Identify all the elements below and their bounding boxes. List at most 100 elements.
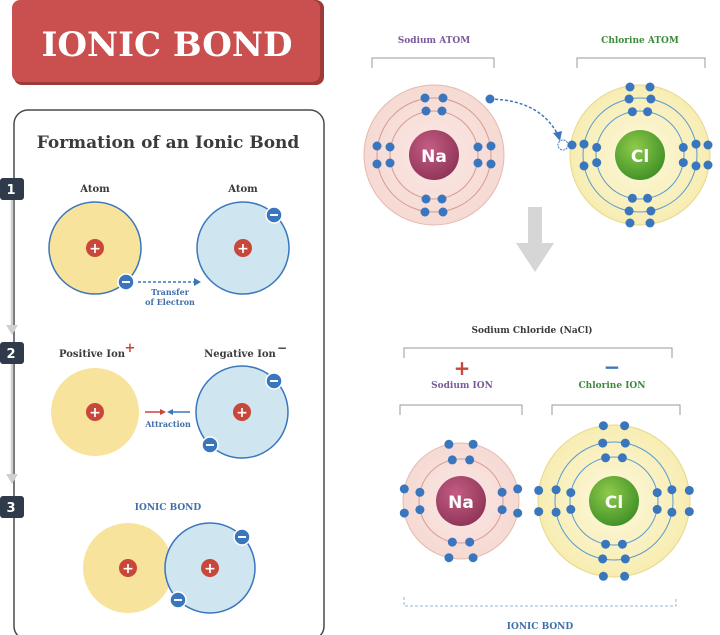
- positive-sign: +: [125, 341, 136, 356]
- electron-icon: [486, 159, 496, 169]
- sodium-symbol: Na: [421, 147, 447, 167]
- svg-text:+: +: [237, 241, 249, 257]
- step2-positive-ion: +: [51, 368, 139, 456]
- sodium-nucleus: [409, 130, 459, 180]
- sodium-atom-bracket: [371, 57, 495, 68]
- electron-icon: [643, 107, 653, 117]
- electron-icon: [627, 193, 637, 203]
- electron-icon: [652, 488, 662, 498]
- step1-negative-atom: +: [196, 201, 290, 295]
- electron-icon: [678, 142, 688, 152]
- electron-icon: [497, 487, 507, 497]
- electron-icon: [620, 438, 630, 448]
- transfer-text-1: Transfer: [151, 287, 190, 297]
- electron-icon: [691, 161, 701, 171]
- step3-ionic-bond: + +: [83, 522, 256, 614]
- electron-icon: [703, 160, 713, 170]
- step1-positive-atom: +: [48, 201, 142, 295]
- electron-icon: [438, 207, 448, 217]
- electron-icon: [684, 507, 694, 517]
- electron-icon: [645, 218, 655, 228]
- electron-icon: [486, 141, 496, 151]
- svg-text:3: 3: [6, 501, 15, 516]
- electron-icon: [447, 455, 457, 465]
- electron-icon: [601, 453, 611, 463]
- compound-label: Sodium Chloride (NaCl): [471, 325, 592, 336]
- plus-icon: [234, 239, 252, 257]
- electron-icon: [598, 421, 608, 431]
- timeline-arrow-2: [6, 474, 18, 484]
- electron-icon: [579, 139, 589, 149]
- bottom-ionic-bond-label: IONIC BOND: [507, 622, 574, 632]
- electron-icon: [473, 142, 483, 152]
- chlorine-ion-label: Chlorine ION: [579, 381, 646, 391]
- electron-icon: [667, 507, 677, 517]
- electron-icon: [399, 484, 409, 494]
- electron-icon: [646, 94, 656, 104]
- sodium-ion-charge: +: [454, 356, 471, 380]
- down-arrow-icon: [516, 207, 554, 272]
- chlorine-nucleus: [615, 130, 665, 180]
- electron-icon: [534, 507, 544, 517]
- electron-icon: [447, 537, 457, 547]
- electron-icon: [678, 158, 688, 168]
- sodium-ion-bracket: [399, 404, 523, 415]
- chlorine-atom: Cl: [569, 84, 711, 226]
- chlorine-ion-symbol: Cl: [605, 493, 623, 513]
- svg-text:2: 2: [6, 347, 15, 362]
- electron-icon: [601, 539, 611, 549]
- page-title: IONIC BOND: [42, 25, 293, 65]
- compound-bracket: [403, 347, 673, 358]
- electron-icon: [465, 537, 475, 547]
- electron-icon: [652, 504, 662, 514]
- step-badge-3: 3: [0, 496, 24, 518]
- chlorine-atom-label: Chlorine ATOM: [601, 36, 679, 46]
- step1-label-left: Atom: [79, 184, 110, 195]
- electron-icon: [598, 554, 608, 564]
- chlorine-ion-bracket: [551, 404, 681, 415]
- electron-icon: [421, 106, 431, 116]
- electron-icon: [385, 158, 395, 168]
- electron-icon: [625, 82, 635, 92]
- electron-vacancy-icon: [557, 139, 569, 151]
- svg-text:+: +: [204, 561, 216, 577]
- step-badge-2: 2: [0, 342, 24, 364]
- svg-text:+: +: [89, 241, 101, 257]
- electron-icon: [566, 488, 576, 498]
- electron-icon: [437, 194, 447, 204]
- electron-icon: [646, 206, 656, 216]
- step3-label: IONIC BOND: [135, 503, 202, 513]
- svg-text:+: +: [89, 405, 101, 421]
- electron-icon: [385, 142, 395, 152]
- electron-icon: [598, 438, 608, 448]
- electron-icon: [624, 206, 634, 216]
- electron-icon: [579, 161, 589, 171]
- negative-sign: −: [277, 341, 287, 355]
- chlorine-symbol: Cl: [631, 147, 649, 167]
- electron-icon: [598, 571, 608, 581]
- step2-label-left: Positive Ion: [59, 349, 126, 360]
- electron-icon: [645, 82, 655, 92]
- step1-label-right: Atom: [227, 184, 258, 195]
- electron-icon: [468, 439, 478, 449]
- sodium-ion-label: Sodium ION: [431, 381, 493, 391]
- electron-icon: [438, 93, 448, 103]
- sodium-atom-label: Sodium ATOM: [398, 36, 470, 46]
- electron-icon: [415, 487, 425, 497]
- electron-icon: [566, 504, 576, 514]
- electron-icon: [592, 142, 602, 152]
- electron-icon: [420, 207, 430, 217]
- electron-icon: [592, 158, 602, 168]
- electron-icon: [421, 194, 431, 204]
- chlorine-ion-charge: −: [604, 355, 621, 379]
- electron-icon: [444, 439, 454, 449]
- electron-icon: [551, 485, 561, 495]
- chlorine-atom-bracket: [576, 57, 706, 68]
- plus-icon: [233, 403, 251, 421]
- chlorine-ion: Cl: [537, 424, 691, 578]
- electron-icon: [620, 571, 630, 581]
- sodium-atom: Na: [363, 84, 505, 226]
- electron-icon: [691, 139, 701, 149]
- electron-icon: [497, 505, 507, 515]
